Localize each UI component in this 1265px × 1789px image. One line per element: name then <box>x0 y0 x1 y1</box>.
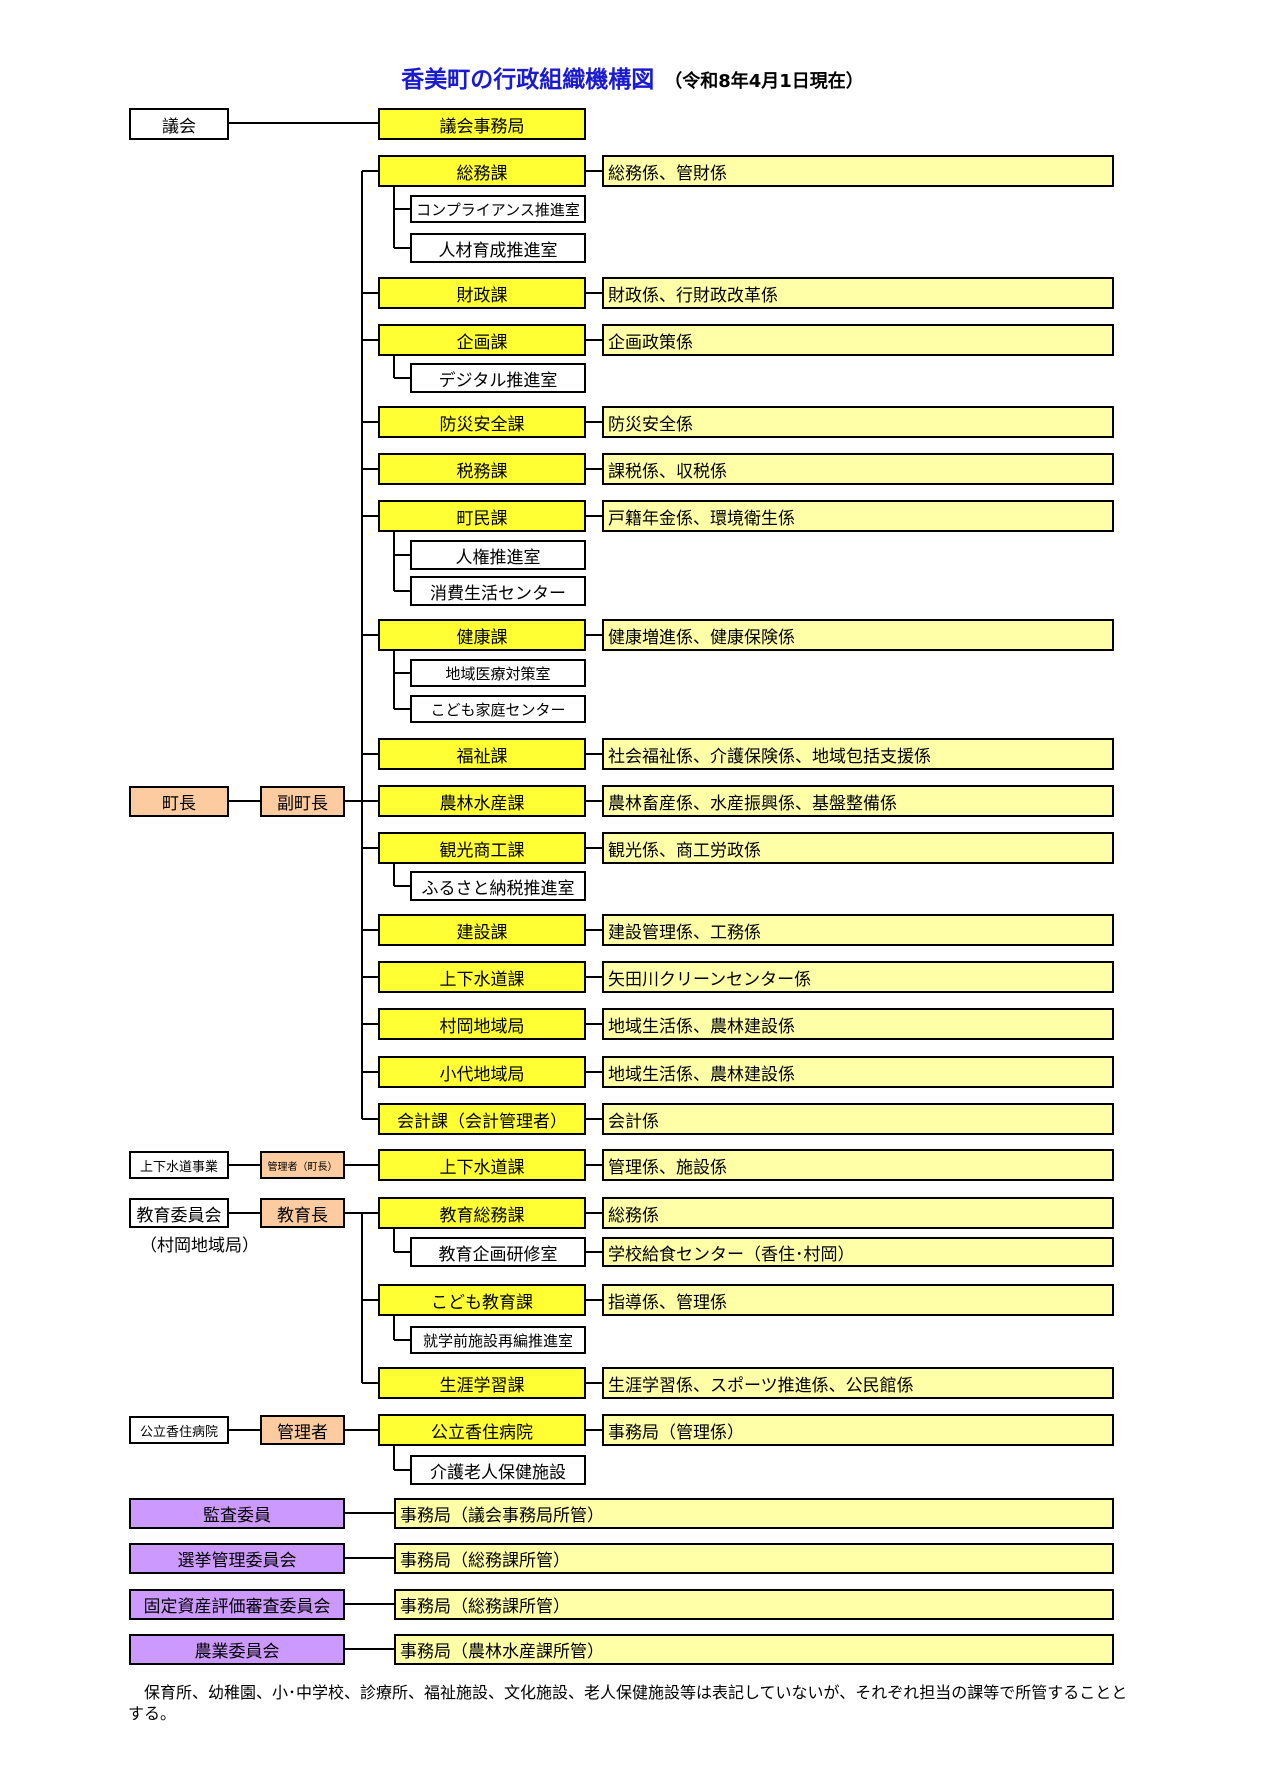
dept-box: 健康課 <box>378 619 586 651</box>
edu-sub-office-box: 就学前施設再編推進室 <box>410 1326 586 1354</box>
section-box: 会計係 <box>602 1103 1114 1135</box>
edu-dept-box: 教育総務課 <box>378 1197 586 1229</box>
mayor-box: 町長 <box>129 786 229 817</box>
chart-title: 香美町の行政組織機構図 <box>401 67 655 93</box>
section-box: 健康増進係、健康保険係 <box>602 619 1114 651</box>
committee-box: 選挙管理委員会 <box>129 1543 345 1574</box>
page-title: 香美町の行政組織機構図 （令和8年4月1日現在） <box>0 60 1265 94</box>
hospital-sub-box: 介護老人保健施設 <box>410 1455 586 1485</box>
committee-office-box: 事務局（議会事務局所管） <box>394 1498 1114 1529</box>
sub-office-box: 人権推進室 <box>410 540 586 570</box>
dept-box: 町民課 <box>378 500 586 532</box>
dept-box: 上下水道課 <box>378 961 586 993</box>
section-box: 社会福祉係、介護保険係、地域包括支援係 <box>602 738 1114 770</box>
dept-box: 総務課 <box>378 155 586 187</box>
hospital-manager-box: 管理者 <box>260 1415 345 1445</box>
section-box: 農林畜産係、水産振興係、基盤整備係 <box>602 785 1114 817</box>
committee-box: 固定資産評価審査委員会 <box>129 1589 345 1620</box>
hospital-box: 公立香住病院 <box>378 1414 586 1446</box>
hospital-section-box: 事務局（管理係） <box>602 1414 1114 1446</box>
section-box: 課税係、収税係 <box>602 453 1114 485</box>
edu-section-box: 総務係 <box>602 1197 1114 1229</box>
water-section-box: 管理係、施設係 <box>602 1149 1114 1181</box>
dept-box: 防災安全課 <box>378 406 586 438</box>
committee-office-box: 事務局（総務課所管） <box>394 1543 1114 1574</box>
section-box: 戸籍年金係、環境衛生係 <box>602 500 1114 532</box>
superintendent-box: 教育長 <box>260 1198 345 1228</box>
edu-dept-box: こども教育課 <box>378 1284 586 1316</box>
committee-box: 監査委員 <box>129 1498 345 1529</box>
edu-section-box: 指導係、管理係 <box>602 1284 1114 1316</box>
water-manager-box: 管理者（町長） <box>260 1151 345 1179</box>
sub-office-box: 地域医療対策室 <box>410 659 586 687</box>
dept-box: 村岡地域局 <box>378 1008 586 1040</box>
section-box: 総務係、管財係 <box>602 155 1114 187</box>
section-box: 財政係、行財政改革係 <box>602 277 1114 309</box>
deputy-mayor-box: 副町長 <box>260 786 345 817</box>
water-utility-box: 上下水道事業 <box>129 1151 229 1179</box>
section-box: 防災安全係 <box>602 406 1114 438</box>
dept-box: 農林水産課 <box>378 785 586 817</box>
dept-box: 税務課 <box>378 453 586 485</box>
education-board-note: （村岡地域局） <box>140 1236 259 1256</box>
committee-office-box: 事務局（総務課所管） <box>394 1589 1114 1620</box>
section-box: 地域生活係、農林建設係 <box>602 1056 1114 1088</box>
dept-box: 企画課 <box>378 324 586 356</box>
edu-sub-office-box: 教育企画研修室 <box>410 1237 586 1267</box>
committee-office-box: 事務局（農林水産課所管） <box>394 1634 1114 1665</box>
dept-box: 会計課（会計管理者） <box>378 1103 586 1135</box>
water-dept-box: 上下水道課 <box>378 1149 586 1181</box>
hospital-label-box: 公立香住病院 <box>129 1416 229 1444</box>
dept-box: 福祉課 <box>378 738 586 770</box>
section-box: 地域生活係、農林建設係 <box>602 1008 1114 1040</box>
council-box: 議会 <box>129 108 229 140</box>
sub-office-box: こども家庭センター <box>410 695 586 723</box>
section-box: 建設管理係、工務係 <box>602 914 1114 946</box>
as-of-date: （令和8年4月1日現在） <box>664 71 864 92</box>
footnote-text: 保育所、幼稚園、小･中学校、診療所、福祉施設、文化施設、老人保健施設等は表記して… <box>128 1683 1128 1723</box>
footnote: 保育所、幼稚園、小･中学校、診療所、福祉施設、文化施設、老人保健施設等は表記して… <box>128 1682 1138 1724</box>
edu-section-box: 生涯学習係、スポーツ推進係、公民館係 <box>602 1367 1114 1399</box>
education-board-box: 教育委員会 <box>129 1198 229 1228</box>
dept-box: 観光商工課 <box>378 832 586 864</box>
sub-office-box: ふるさと納税推進室 <box>410 871 586 901</box>
dept-box: 財政課 <box>378 277 586 309</box>
edu-dept-box: 生涯学習課 <box>378 1367 586 1399</box>
sub-office-box: デジタル推進室 <box>410 363 586 393</box>
section-box: 企画政策係 <box>602 324 1114 356</box>
section-box: 観光係、商工労政係 <box>602 832 1114 864</box>
edu-sub-section-box: 学校給食センター（香住･村岡） <box>602 1237 1114 1267</box>
sub-office-box: コンプライアンス推進室 <box>410 195 586 223</box>
council-secretariat-box: 議会事務局 <box>378 108 586 140</box>
section-box: 矢田川クリーンセンター係 <box>602 961 1114 993</box>
committee-box: 農業委員会 <box>129 1634 345 1665</box>
dept-box: 小代地域局 <box>378 1056 586 1088</box>
dept-box: 建設課 <box>378 914 586 946</box>
sub-office-box: 人材育成推進室 <box>410 233 586 263</box>
sub-office-box: 消費生活センター <box>410 576 586 606</box>
